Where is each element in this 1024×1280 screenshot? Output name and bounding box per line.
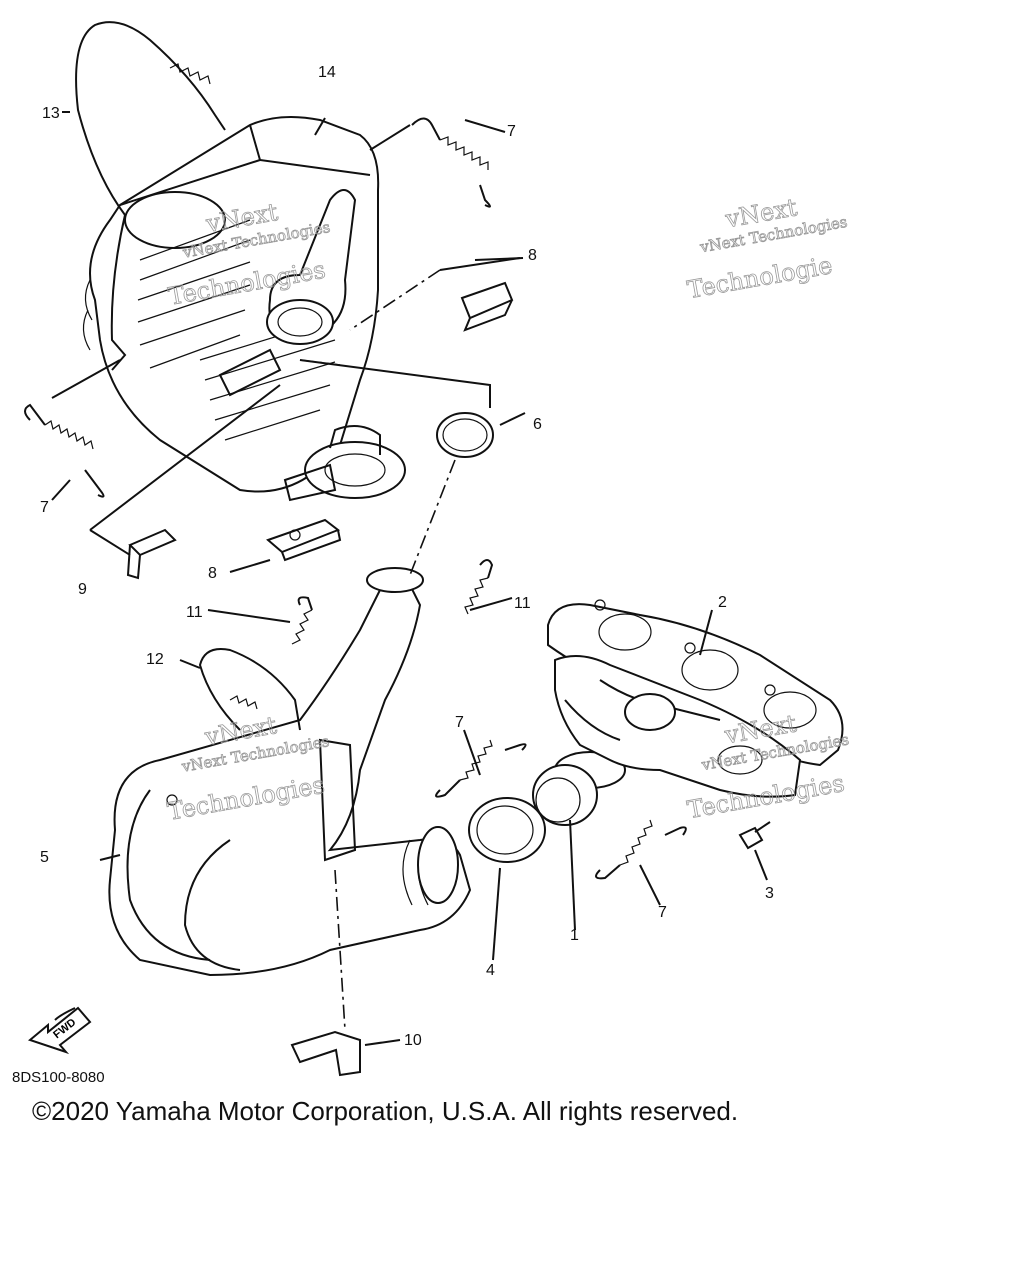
damper-8-lower bbox=[266, 518, 342, 562]
callout-14: 14 bbox=[318, 64, 336, 81]
callout-4: 4 bbox=[486, 962, 495, 979]
callout-7-mid: 7 bbox=[455, 714, 464, 731]
spring-7-top bbox=[411, 117, 491, 208]
strap-13-spring bbox=[169, 63, 211, 85]
callout-6: 6 bbox=[533, 416, 542, 433]
callout-5: 5 bbox=[40, 849, 49, 866]
muffler-box bbox=[82, 116, 406, 502]
gasket-6 bbox=[436, 412, 494, 458]
callout-8-top: 8 bbox=[528, 247, 537, 264]
callout-2: 2 bbox=[718, 594, 727, 611]
spring-7-left bbox=[24, 403, 105, 498]
damper-8-upper bbox=[460, 281, 514, 332]
callout-11-right: 11 bbox=[514, 595, 531, 612]
exhaust-parts-diagram: 14 13 7 8 6 7 8 9 11 11 2 12 7 5 3 7 1 4… bbox=[12, 21, 851, 1086]
exhaust-joint-1 bbox=[532, 751, 626, 826]
spring-11-left bbox=[291, 596, 313, 645]
spring-11-right bbox=[464, 559, 494, 615]
callout-12: 12 bbox=[146, 651, 164, 668]
callout-7-low: 7 bbox=[658, 904, 667, 921]
strap-12 bbox=[198, 648, 301, 731]
copyright-notice: ©2020 Yamaha Motor Corporation, U.S.A. A… bbox=[32, 1096, 739, 1126]
bolt-3 bbox=[738, 821, 771, 850]
callout-11-left: 11 bbox=[186, 604, 203, 621]
figure-code: 8DS100-8080 bbox=[12, 1069, 105, 1086]
watermark-2: vNext Technologies vNext Technologie bbox=[685, 193, 849, 305]
fwd-arrow-icon: FWD bbox=[27, 1006, 92, 1055]
spring-7-mid bbox=[435, 739, 527, 798]
exhaust-manifold bbox=[554, 655, 802, 798]
spring-7-low bbox=[595, 819, 687, 880]
callout-10: 10 bbox=[404, 1032, 422, 1049]
callout-1: 1 bbox=[570, 927, 579, 944]
callout-9: 9 bbox=[78, 581, 87, 598]
expansion-chamber-5 bbox=[108, 567, 472, 977]
damper-10 bbox=[290, 1030, 361, 1077]
callout-7-top: 7 bbox=[507, 123, 516, 140]
callout-8-lower: 8 bbox=[208, 565, 217, 582]
callout-3: 3 bbox=[765, 885, 774, 902]
callout-7-left: 7 bbox=[40, 499, 49, 516]
callout-13: 13 bbox=[42, 105, 60, 122]
damper-9 bbox=[126, 528, 177, 580]
svg-text:Technologie: Technologie bbox=[685, 251, 834, 304]
